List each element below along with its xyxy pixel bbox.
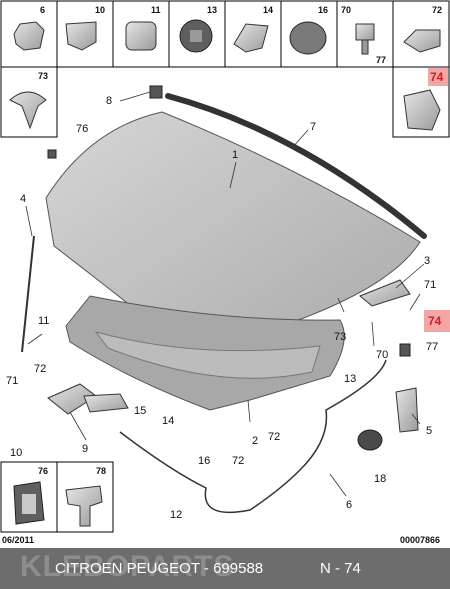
callout-73: 73 <box>334 331 346 343</box>
callout-15: 15 <box>134 405 146 417</box>
callout-16: 16 <box>198 455 210 467</box>
callout-labels: 1 2 3 4 5 6 7 8 9 10 11 12 13 14 15 16 1… <box>6 95 450 521</box>
thumbnail-row-top <box>0 0 450 68</box>
prop-rod <box>21 235 35 353</box>
bracket-74 <box>399 343 411 357</box>
callout-7: 7 <box>310 121 316 133</box>
callout-72-right: 72 <box>268 431 280 443</box>
callout-11: 11 <box>38 315 49 327</box>
svg-text:72: 72 <box>432 5 442 15</box>
svg-text:14: 14 <box>263 5 273 15</box>
callout-3: 3 <box>424 255 430 267</box>
thumb-76: 76 <box>0 461 58 533</box>
bracket-5 <box>395 387 419 433</box>
svg-text:6: 6 <box>40 5 45 15</box>
callout-71-right: 71 <box>424 279 436 291</box>
svg-text:76: 76 <box>38 466 48 476</box>
callout-71-left: 71 <box>6 375 18 387</box>
part-76-clip <box>47 149 57 159</box>
callout-8: 8 <box>106 95 112 107</box>
thumb-72: 72 <box>403 5 442 53</box>
diagram-code: 00007866 <box>400 535 440 545</box>
callout-70: 70 <box>376 349 388 361</box>
callout-72-left: 72 <box>34 363 46 375</box>
callout-77: 77 <box>426 341 438 353</box>
thumb-14: 14 <box>233 5 273 53</box>
thumb-6: 6 <box>13 5 45 51</box>
callout-10: 10 <box>10 447 22 459</box>
svg-text:78: 78 <box>96 466 106 476</box>
hood-seal <box>165 93 427 239</box>
svg-text:73: 73 <box>38 71 48 81</box>
callout-13: 13 <box>344 373 356 385</box>
svg-text:10: 10 <box>95 5 105 15</box>
hood-liner-inner <box>94 331 321 379</box>
callout-6: 6 <box>346 499 352 511</box>
callout-12: 12 <box>170 509 182 521</box>
grommet <box>357 429 383 451</box>
release-handle <box>83 393 129 413</box>
thumb-11: 11 <box>125 5 161 51</box>
svg-text:74: 74 <box>430 70 444 84</box>
thumb-16: 16 <box>289 5 328 55</box>
part-8-bumper <box>149 85 163 99</box>
callout-76: 76 <box>76 123 88 135</box>
diagram-date: 06/2011 <box>2 535 34 545</box>
thumb-10: 10 <box>65 5 105 51</box>
watermark-logo: KLEBOPARTS <box>20 550 235 583</box>
callout-1: 1 <box>232 149 238 161</box>
parts-diagram: 6 10 11 13 14 16 70 77 72 73 <box>0 0 450 545</box>
thumb-70-77: 70 77 <box>341 5 386 65</box>
svg-text:16: 16 <box>318 5 328 15</box>
thumb-73: 73 <box>0 66 58 138</box>
callout-4: 4 <box>20 193 26 205</box>
svg-text:77: 77 <box>376 55 386 65</box>
callout-2: 2 <box>252 435 258 447</box>
callout-9: 9 <box>82 443 88 455</box>
release-cable <box>119 359 387 514</box>
svg-text:13: 13 <box>207 5 217 15</box>
callout-lines <box>25 91 425 497</box>
svg-text:70: 70 <box>341 5 351 15</box>
callout-72-mid: 72 <box>232 455 244 467</box>
thumb-74: 74 <box>392 66 450 138</box>
callout-5: 5 <box>426 425 432 437</box>
thumb-13: 13 <box>179 5 217 53</box>
svg-text:11: 11 <box>151 5 161 15</box>
callout-14: 14 <box>162 415 174 427</box>
callout-74: 74 <box>428 314 442 328</box>
footer-caption: CITROEN PEUGEOT - 699588 <box>55 560 264 577</box>
thumb-78: 78 <box>56 461 114 533</box>
footer-bar: KLEBOPARTS CITROEN PEUGEOT - 699588 N - … <box>0 548 450 589</box>
footer-ref: N - 74 <box>320 560 361 577</box>
callout-18: 18 <box>374 473 386 485</box>
